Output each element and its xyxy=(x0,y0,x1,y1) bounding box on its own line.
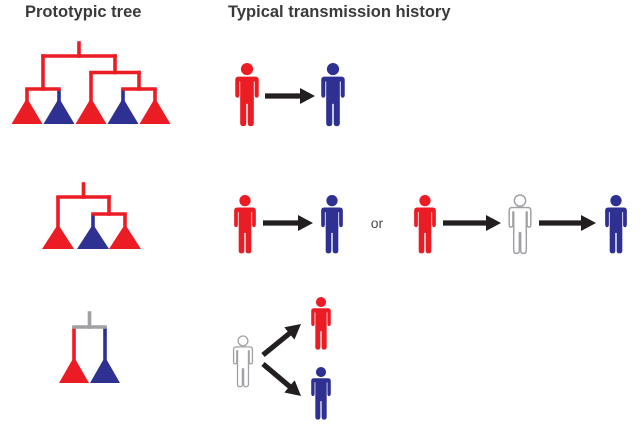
clade-triangle-red xyxy=(42,227,74,249)
transmission-chain: or xyxy=(234,194,627,255)
person-head xyxy=(610,195,622,207)
row-2: or xyxy=(42,182,627,255)
prototypic-tree xyxy=(59,311,120,383)
transmission-chain xyxy=(235,63,345,127)
person-body xyxy=(508,206,532,255)
person-icon-red xyxy=(311,297,331,350)
transmission-arrow-icon xyxy=(539,215,596,231)
person-head xyxy=(239,195,251,207)
transmission-fanout xyxy=(232,297,331,420)
clade-triangle-red xyxy=(11,101,43,124)
transmission-arrow-icon xyxy=(261,362,302,396)
person-head xyxy=(240,63,254,76)
person-body xyxy=(605,207,627,254)
column-header-prototypic-tree: Prototypic tree xyxy=(25,3,142,21)
person-head xyxy=(326,63,340,76)
clade-triangle-blue xyxy=(107,101,139,124)
person-icon-gray xyxy=(232,335,254,388)
person-icon-red xyxy=(234,195,256,254)
person-head xyxy=(513,194,527,207)
person-body xyxy=(311,308,331,350)
person-head xyxy=(237,335,249,347)
clade-triangle-blue xyxy=(90,360,120,383)
clade-triangle-red xyxy=(109,227,141,249)
person-body xyxy=(414,207,436,254)
clade-triangle-blue xyxy=(77,227,109,249)
column-header-transmission-history: Typical transmission history xyxy=(228,3,451,21)
transmission-arrow-icon xyxy=(261,324,301,358)
row-1 xyxy=(11,41,345,127)
person-body xyxy=(235,76,259,127)
person-icon-red xyxy=(235,63,259,127)
row-3 xyxy=(59,297,331,420)
person-head xyxy=(315,367,327,378)
clade-triangle-red xyxy=(75,101,107,124)
transmission-arrow-icon xyxy=(263,215,313,231)
clade-triangle-red xyxy=(139,101,171,124)
transmission-arrow-icon xyxy=(443,215,501,231)
or-label: or xyxy=(371,215,384,231)
person-body xyxy=(321,207,343,254)
person-head xyxy=(419,195,431,207)
prototypic-tree xyxy=(11,41,171,124)
prototypic-tree xyxy=(42,182,141,249)
person-icon-blue xyxy=(311,367,331,420)
person-head xyxy=(326,195,338,207)
person-icon-gray xyxy=(508,194,532,255)
person-body xyxy=(311,378,331,420)
person-icon-blue xyxy=(321,63,345,127)
person-body xyxy=(234,207,256,254)
person-icon-red xyxy=(414,195,436,254)
person-icon-blue xyxy=(605,195,627,254)
clade-triangle-red xyxy=(59,360,89,383)
person-body xyxy=(321,76,345,127)
person-body xyxy=(232,346,254,388)
transmission-arrow-icon xyxy=(265,88,315,104)
clade-triangle-blue xyxy=(43,101,75,124)
person-icon-blue xyxy=(321,195,343,254)
person-head xyxy=(315,297,327,308)
